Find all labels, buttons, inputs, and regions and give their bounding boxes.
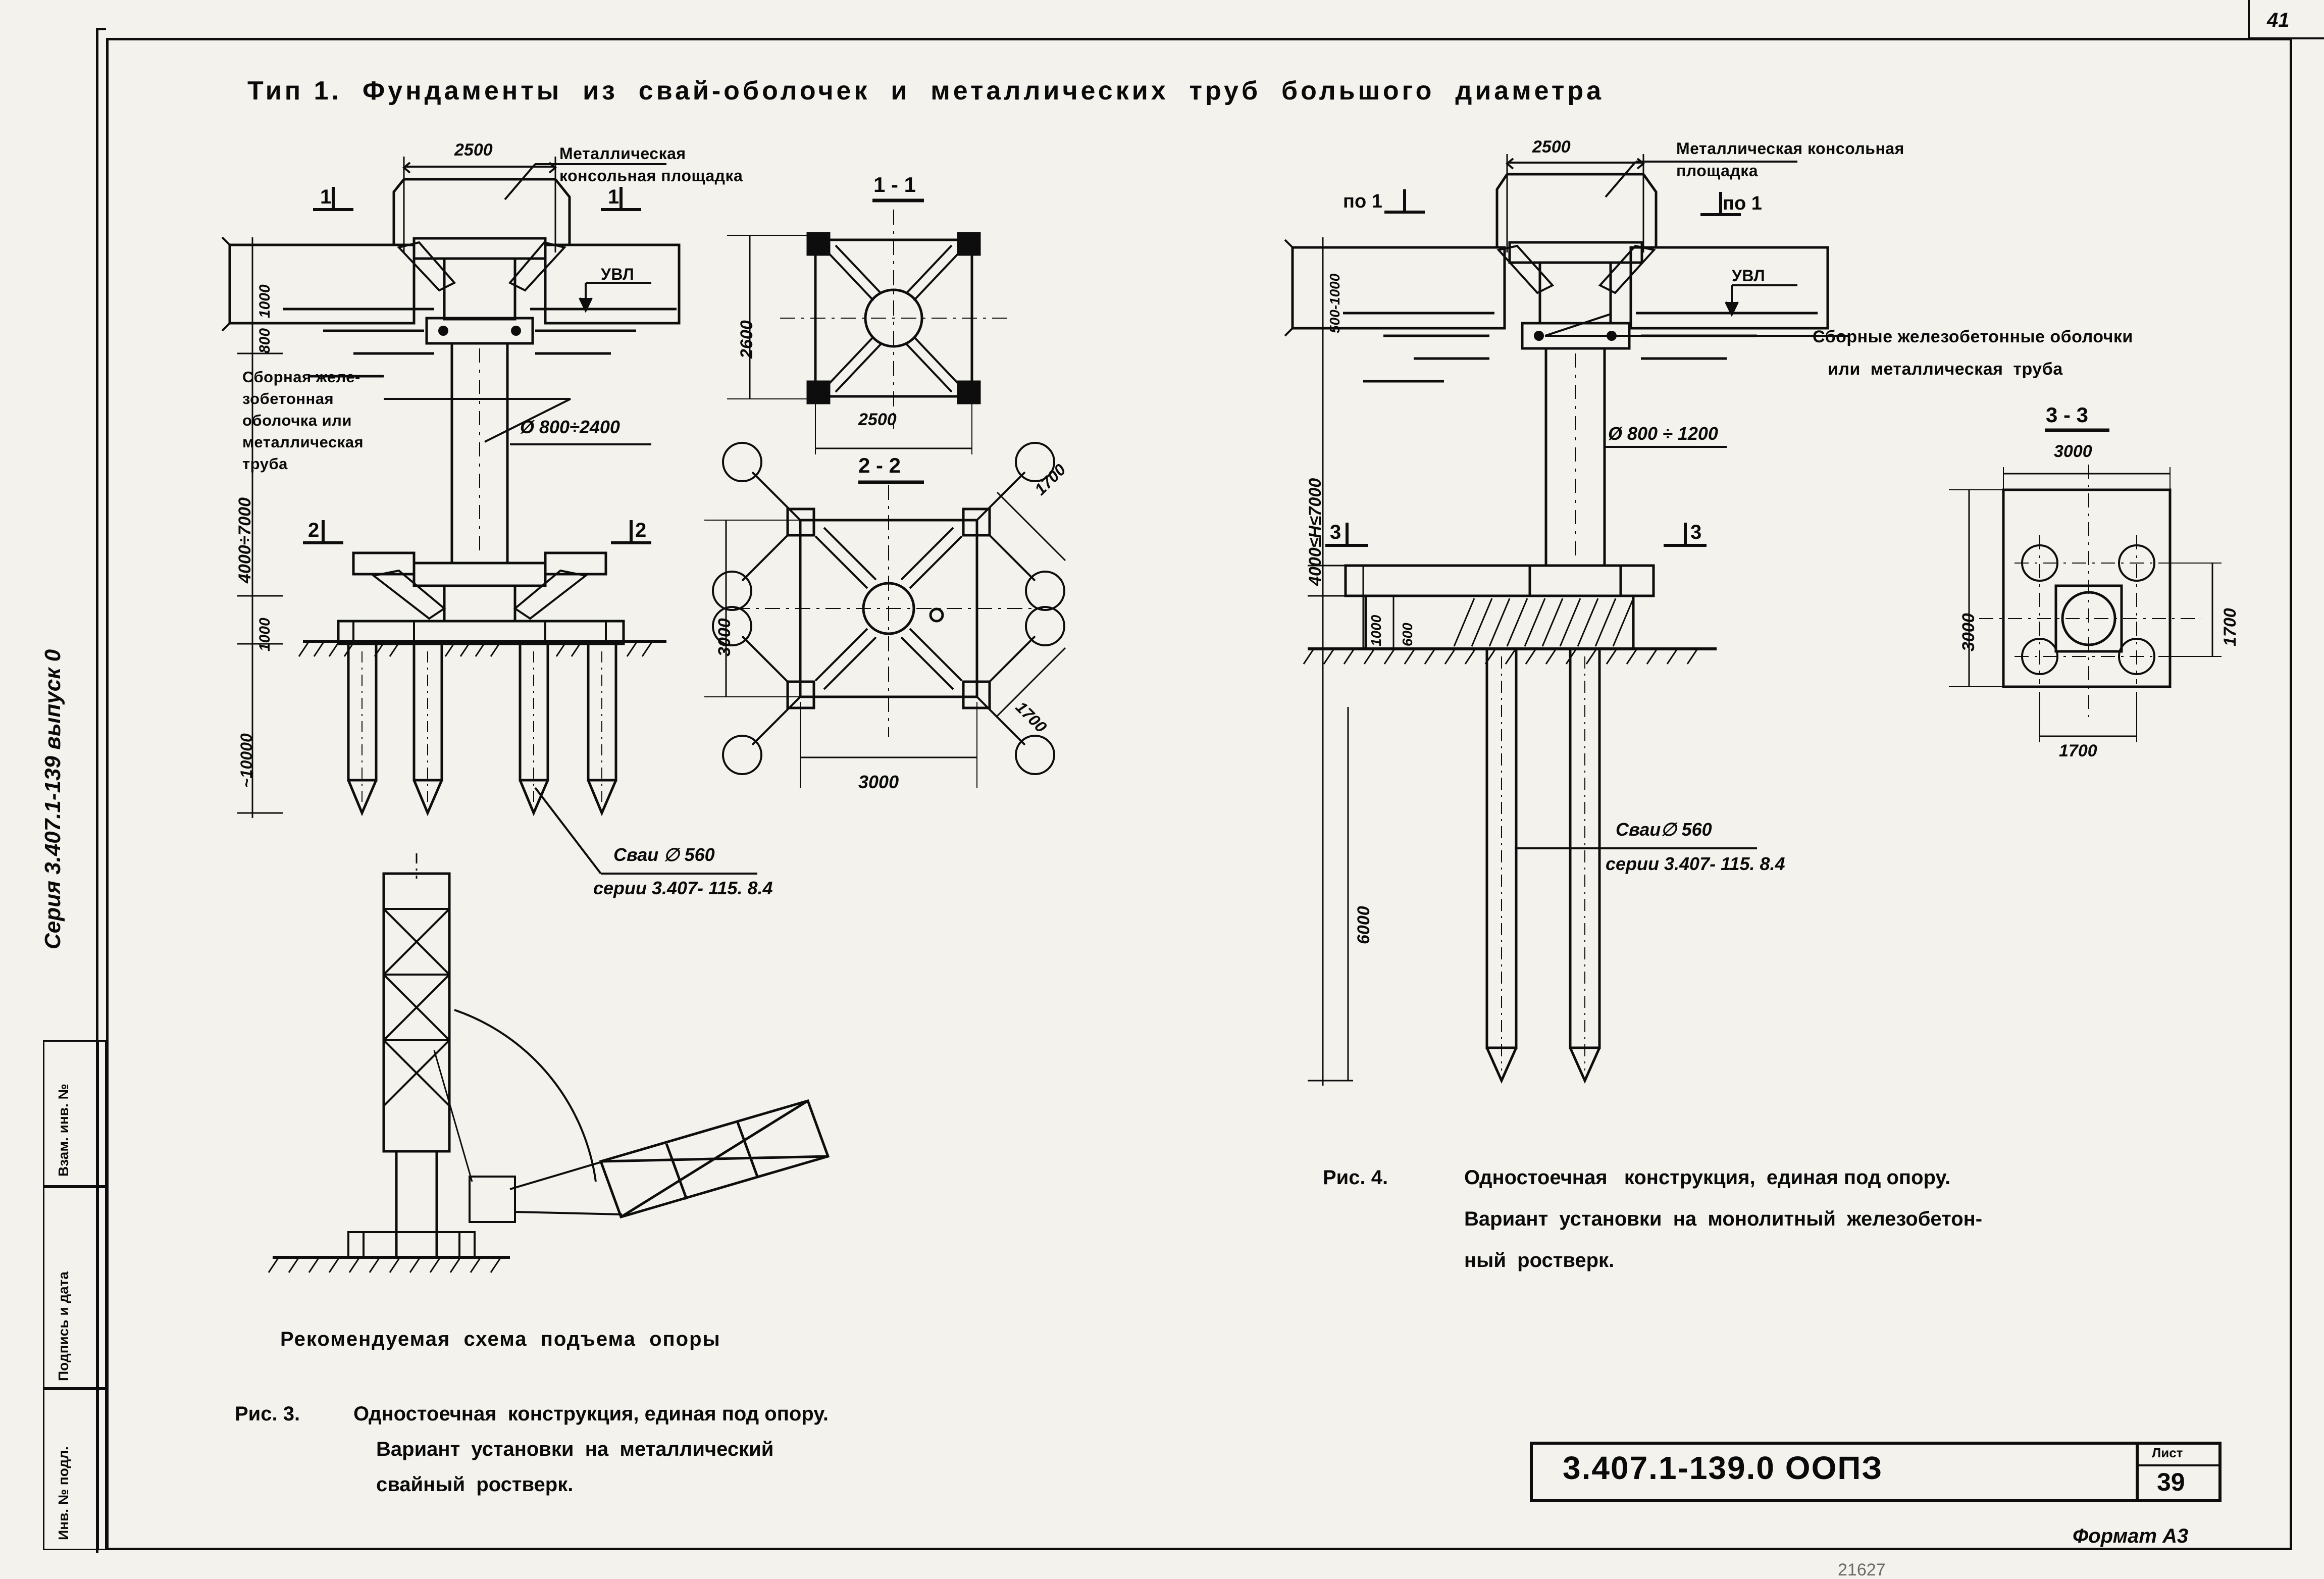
right-fig-caption-line2: Вариант установки на монолитный железобе… (1464, 1208, 1983, 1230)
left-section-mark-1a: 1 (320, 186, 332, 208)
section-3-3-label: 3 - 3 (2046, 403, 2089, 427)
section-1-1-dim-horizontal: 2500 (858, 410, 897, 429)
right-fig-caption-line1: Одностоечная конструкция, единая под опо… (1464, 1166, 1951, 1189)
right-dim-600: 600 (1400, 623, 1415, 646)
right-dim-500-1000: 500-1000 (1327, 273, 1342, 333)
page-number-corner: 41 (2267, 9, 2290, 31)
left-callout-platform-text: Металлическая консольная площадка (559, 144, 743, 185)
bottom-code: 21627 (1838, 1560, 1886, 1579)
left-dim-1000a: 1000 (256, 284, 273, 318)
left-callout-uvl: УВЛ (601, 265, 635, 283)
title-block-sheet-label: Лист (2152, 1445, 2183, 1460)
left-callout-platform: Металлическая консольная площадка (559, 142, 743, 187)
right-section-mark-3b: 3 (1690, 521, 1702, 543)
right-dim-pile-length: 6000 (1354, 906, 1373, 944)
right-callout-shell-line2: или металлическая труба (1828, 360, 2063, 379)
stamp-box-3 (43, 1389, 97, 1550)
left-dim-2500: 2500 (454, 140, 493, 160)
format-note: Формат А3 (2073, 1525, 2189, 1547)
section-3-3-dim-left: 3000 (1959, 613, 1978, 651)
title-block-drawing-code: 3.407.1-139.0 ООПЗ (1563, 1450, 1883, 1486)
right-section-mark-po1b: по 1 (1723, 193, 1762, 214)
left-fig-caption-line2: Вариант установки на металлический (376, 1438, 774, 1460)
stamp-box-3b (97, 1389, 107, 1550)
lifting-scheme-caption: Рекомендуемая схема подъема опоры (280, 1328, 721, 1350)
left-section-mark-1b: 1 (608, 186, 619, 208)
section-2-2-dim-horizontal: 3000 (858, 772, 899, 792)
left-section-mark-2b: 2 (635, 519, 647, 541)
right-callout-piles-line1: Сваи∅ 560 (1616, 819, 1712, 840)
stamp-box-1b (97, 1040, 107, 1187)
left-callout-shell: Сборная желе- зобетонная оболочка или ме… (242, 366, 364, 475)
left-section-mark-2a: 2 (308, 519, 320, 541)
right-section-mark-3a: 3 (1330, 521, 1341, 543)
right-callout-piles-line2: серии 3.407- 115. 8.4 (1606, 853, 1785, 874)
section-3-3-dim-top: 3000 (2054, 442, 2092, 461)
left-dim-800: 800 (256, 328, 273, 353)
left-callout-shell-text: Сборная желе- зобетонная оболочка или ме… (242, 368, 364, 473)
sheet-frame-inner-top (96, 28, 106, 30)
section-2-2-dim-vertical: 3000 (715, 618, 734, 656)
right-callout-diameter: Ø 800 ÷ 1200 (1608, 423, 1718, 444)
right-fig-caption-line3: ный ростверк. (1464, 1249, 1615, 1271)
sheet-frame (106, 38, 2292, 1550)
right-section-mark-po1a: по 1 (1343, 191, 1382, 212)
right-callout-uvl: УВЛ (1732, 267, 1766, 285)
right-callout-shell-line1: Сборные железобетонные оболочки (1813, 327, 2133, 346)
section-3-3-dim-bottom: 1700 (2059, 741, 2097, 760)
left-dim-pile-length: ~10000 (237, 733, 255, 788)
sheet-frame-inner-left (96, 28, 98, 1553)
stamp-label-zam-inv: Взам. инв. № (56, 1084, 71, 1177)
left-callout-piles-line1: Сваи ∅ 560 (613, 844, 715, 865)
left-dim-depth-range: 4000÷7000 (235, 497, 254, 583)
left-callout-piles-line2: серии 3.407- 115. 8.4 (593, 878, 773, 898)
right-fig-number: Рис. 4. (1323, 1166, 1388, 1189)
section-1-1-label: 1 - 1 (873, 173, 916, 196)
right-callout-platform-text: Металлическая консольная площадка (1676, 139, 1904, 180)
section-2-2-label: 2 - 2 (858, 453, 901, 477)
right-dim-1000: 1000 (1368, 615, 1384, 646)
left-fig-number: Рис. 3. (235, 1403, 300, 1425)
stamp-box-2b (97, 1187, 107, 1389)
left-dim-1000b: 1000 (256, 618, 273, 651)
left-fig-caption-line3: свайный ростверк. (376, 1473, 574, 1496)
stamp-label-podpis-data: Подпись и дата (56, 1271, 71, 1381)
title-block-divider (2136, 1442, 2139, 1502)
stamp-box-1 (43, 1040, 97, 1187)
section-3-3-dim-right: 1700 (2220, 608, 2240, 646)
right-dim-2500: 2500 (1532, 137, 1571, 157)
title-block-sheet-divider (2136, 1464, 2222, 1466)
stamp-label-inv-podl: Инв. № подл. (56, 1446, 71, 1540)
right-dim-depth-range: 4000≤Н≤7000 (1306, 478, 1325, 586)
right-callout-platform: Металлическая консольная площадка (1676, 137, 1904, 182)
stamp-box-2 (43, 1187, 97, 1389)
series-vertical-label: Серия 3.407.1-139 выпуск 0 (40, 649, 65, 949)
left-callout-diameter: Ø 800÷2400 (520, 417, 620, 437)
section-1-1-dim-vertical: 2600 (737, 320, 756, 359)
page-title: Тип 1. Фундаменты из свай-оболочек и мет… (247, 76, 1605, 106)
title-block-sheet-number: 39 (2157, 1468, 2185, 1496)
page-number-corner-frame (2248, 0, 2324, 39)
left-fig-caption-line1: Одностоечная конструкция, единая под опо… (353, 1403, 829, 1425)
title-block-frame (1530, 1442, 2222, 1502)
